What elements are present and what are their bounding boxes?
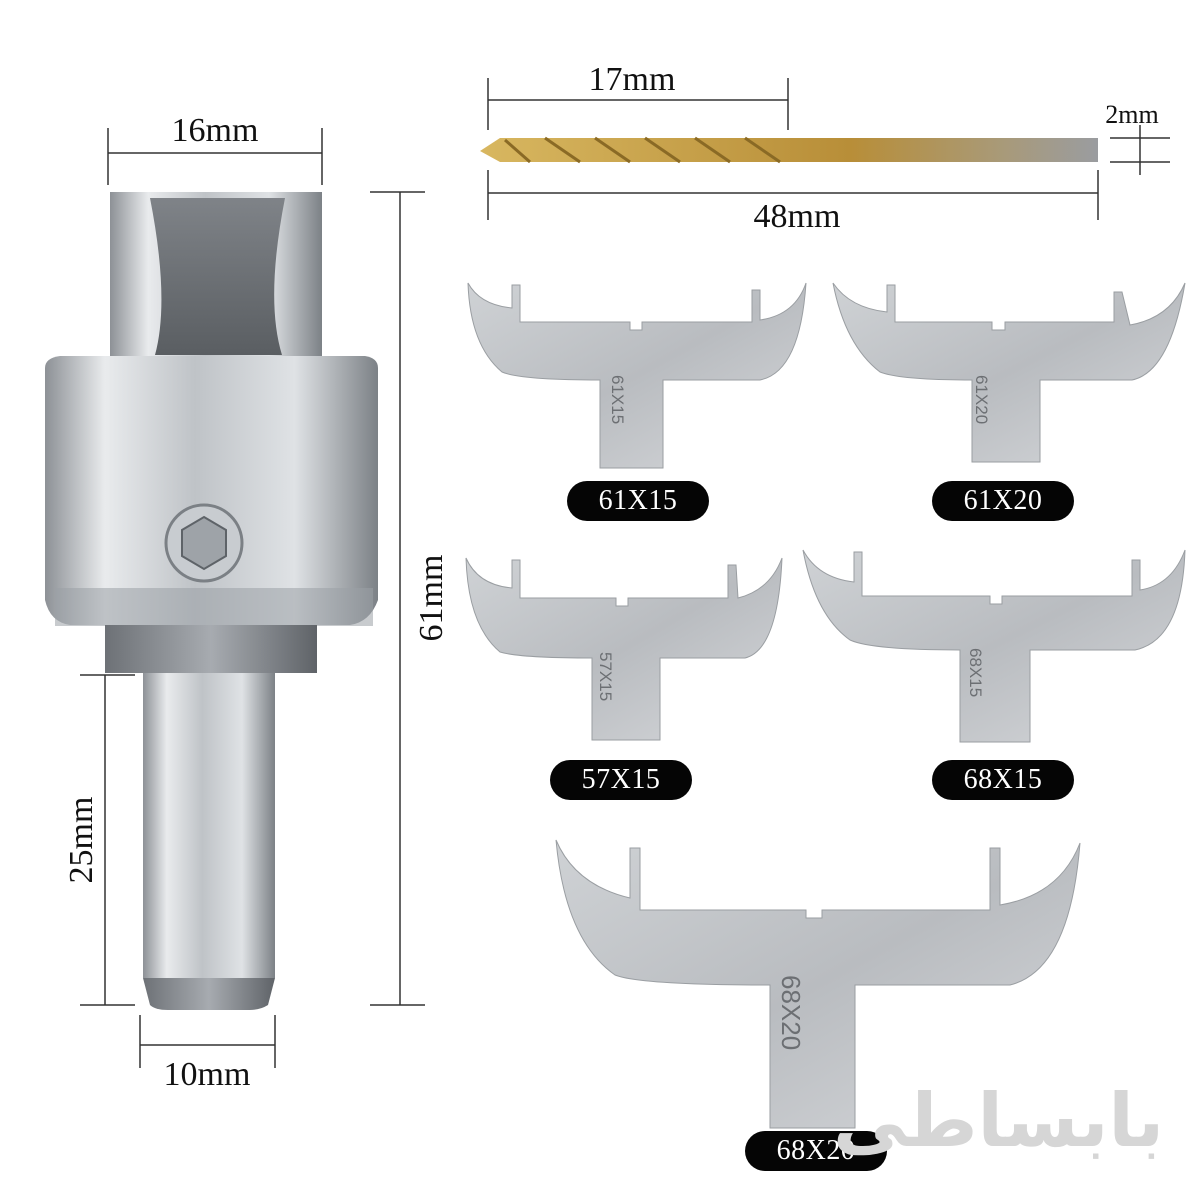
dim-top-width: 16mm (172, 112, 259, 149)
dim-drill-length: 48mm (754, 198, 841, 235)
dim-drill-diameter: 2mm (1105, 100, 1158, 129)
blade-label-57x15: 57X15 (550, 760, 692, 800)
drill-bit (480, 136, 1098, 164)
dim-shank-length: 25mm (63, 797, 100, 884)
cutter-dimension-lines (80, 128, 425, 1068)
dim-total-height: 61mm (413, 555, 450, 642)
blade-57x15: 57X15 (465, 557, 783, 741)
dim-drill-flute: 17mm (589, 61, 676, 98)
cutter-neck (105, 625, 317, 673)
blade-68x15: 68X15 (802, 549, 1186, 743)
blade-engraving-57x15: 57X15 (596, 652, 615, 701)
blade-engraving-61x15: 61X15 (608, 375, 627, 424)
watermark-logo: بابساطی (832, 1078, 1164, 1164)
blade-61x20: 61X20 (832, 282, 1186, 463)
blade-label-61x20: 61X20 (932, 481, 1074, 521)
blade-68x20: 68X20 (555, 839, 1081, 1129)
blade-61x15: 61X15 (467, 282, 807, 469)
cutter-head (45, 192, 378, 1010)
blade-engraving-68x20: 68X20 (776, 975, 806, 1050)
blade-label-68x15: 68X15 (932, 760, 1074, 800)
blade-engraving-68x15: 68X15 (966, 648, 985, 697)
cutter-top-face (150, 198, 285, 355)
dim-shank-diameter: 10mm (164, 1056, 251, 1093)
blade-label-68x20: 68X20 (745, 1131, 887, 1171)
cutter-shank (143, 673, 275, 978)
blade-label-61x15: 61X15 (567, 481, 709, 521)
drill-dimension-lines (487, 78, 1170, 220)
blade-engraving-61x20: 61X20 (972, 375, 991, 424)
cutter-body (45, 356, 378, 625)
